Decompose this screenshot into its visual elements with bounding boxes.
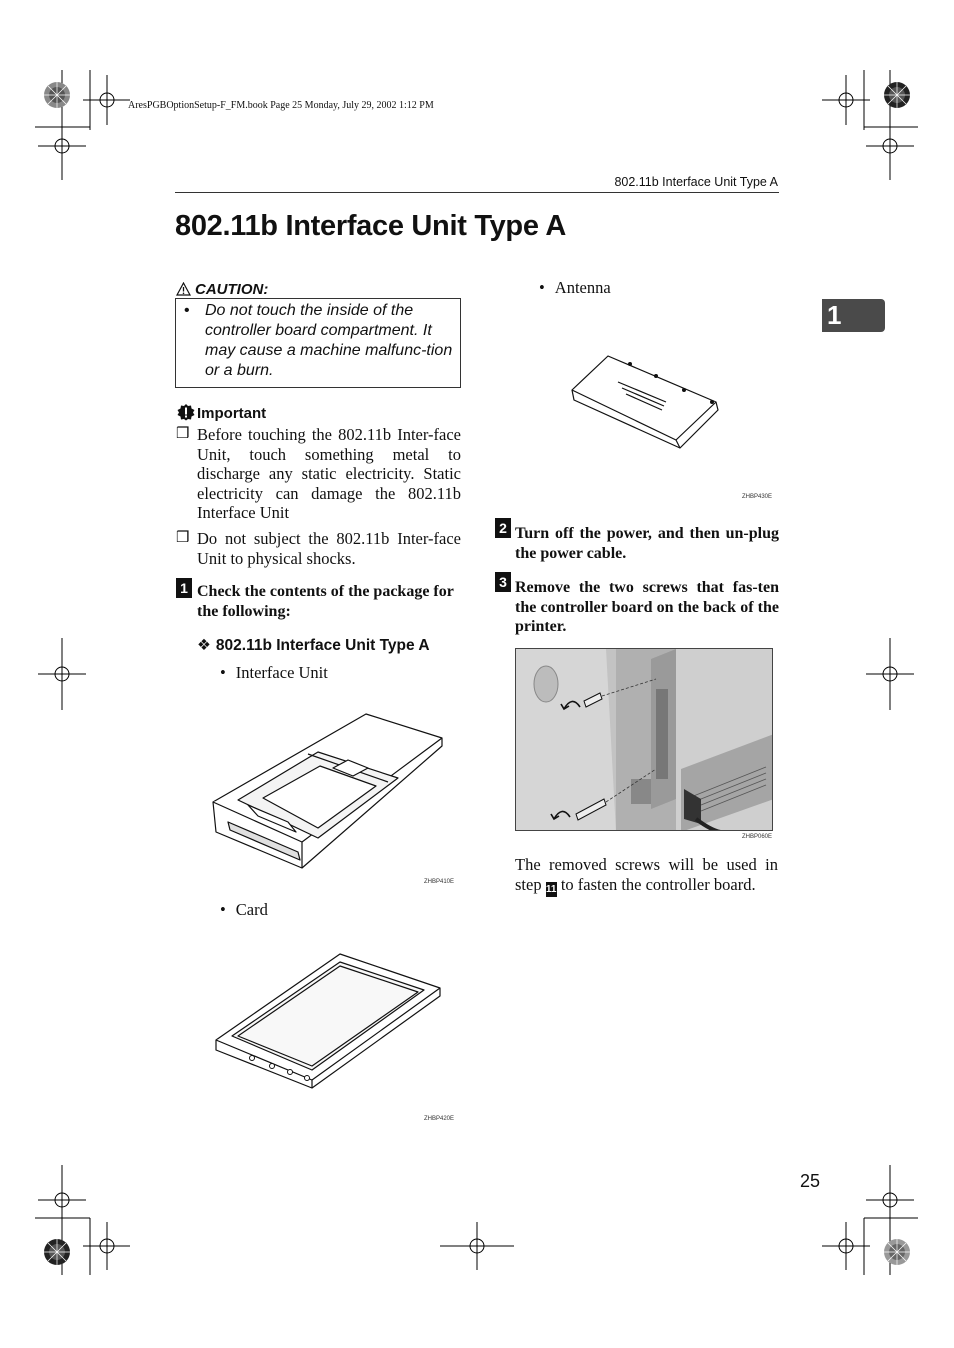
item-label: Card xyxy=(235,900,268,919)
item-card: • Card xyxy=(220,900,268,920)
important-mark-2: ❒ xyxy=(176,530,190,546)
step-2-number: 2 xyxy=(495,518,511,538)
antenna-illustration xyxy=(571,355,719,449)
interface-unit-illustration xyxy=(212,713,443,869)
figure-caption: ZHBP420E xyxy=(424,1116,455,1122)
step-3-text: Remove the two screws that fas-ten the c… xyxy=(515,579,779,635)
package-heading: ❖802.11b Interface Unit Type A xyxy=(197,636,430,655)
caution-text: Do not touch the inside of the controlle… xyxy=(205,302,453,379)
caution-bullet: • xyxy=(184,302,190,319)
item-label: Interface Unit xyxy=(235,663,328,682)
diamond-icon: ❖ xyxy=(197,637,211,654)
package-heading-text: 802.11b Interface Unit Type A xyxy=(215,637,430,654)
figure-caption: ZHBP430E xyxy=(742,494,773,500)
important-item-1: Before touching the 802.11b Inter-face U… xyxy=(197,425,461,522)
page-title: 802.11b Interface Unit Type A xyxy=(175,210,566,242)
item-bullet: • xyxy=(539,278,545,297)
removed-screws-note: The removed screws will be used in step … xyxy=(515,855,778,897)
item-antenna: • Antenna xyxy=(539,278,611,298)
caution-box: • Do not touch the inside of the control… xyxy=(175,298,461,388)
important-icon xyxy=(176,403,196,421)
step-reference: 11 xyxy=(545,881,557,897)
item-bullet: • xyxy=(220,900,226,919)
important-mark-1: ❒ xyxy=(176,426,190,442)
header-rule xyxy=(175,192,779,193)
note-text-before: The removed screws will be used in step xyxy=(515,855,778,894)
step-2-text: Turn off the power, and then un-plug the… xyxy=(515,525,779,562)
figure-caption: ZHBP410E xyxy=(424,879,455,885)
important-label: Important xyxy=(197,405,267,422)
caution-heading: CAUTION: xyxy=(176,281,268,298)
note-text-after: to fasten the controller board. xyxy=(560,874,756,894)
figure-caption: ZHBP060E xyxy=(742,834,773,840)
step-1-number: 1 xyxy=(176,578,192,598)
step-1-text: Check the contents of the package for th… xyxy=(197,583,454,620)
item-label: Antenna xyxy=(554,278,611,297)
item-bullet: • xyxy=(220,663,226,682)
step-3-number: 3 xyxy=(495,572,511,592)
page-number: 25 xyxy=(800,1171,821,1191)
important-heading: Important xyxy=(176,403,266,422)
screw-removal-figure xyxy=(515,648,773,831)
item-interface-unit: • Interface Unit xyxy=(220,663,328,683)
warning-triangle-icon xyxy=(176,282,191,296)
card-illustration xyxy=(215,953,441,1089)
caution-label: CAUTION: xyxy=(195,281,269,298)
book-info: AresPGBOptionSetup-F_FM.book Page 25 Mon… xyxy=(128,100,434,111)
running-head: 802.11b Interface Unit Type A xyxy=(614,175,778,189)
chapter-tab: 1 xyxy=(822,299,885,332)
important-item-2: Do not subject the 802.11b Inter-face Un… xyxy=(197,529,461,568)
